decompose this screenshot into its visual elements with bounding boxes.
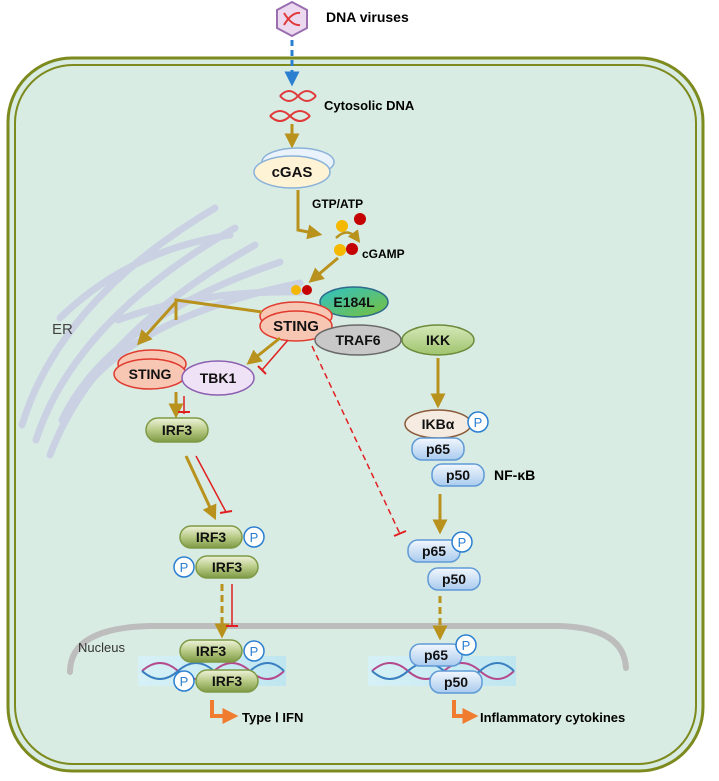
cytosolic-dna-icon xyxy=(269,90,317,122)
cgamp-label: cGAMP xyxy=(362,247,405,261)
nucleus-label: Nucleus xyxy=(78,640,125,655)
nfkb-label: NF-κB xyxy=(494,467,535,483)
p50-active-node xyxy=(427,567,481,591)
irf3-phosphorylation-arrow xyxy=(184,455,217,521)
tbk1-node xyxy=(181,360,255,396)
irf3-label: IRF3 xyxy=(162,422,193,438)
dimer-inhibition-bar xyxy=(219,510,233,514)
phospho-badge xyxy=(243,526,265,548)
phospho-label: P xyxy=(250,644,259,659)
sting-label: STING xyxy=(273,318,319,335)
cgas-node xyxy=(253,147,335,189)
irf3-nuclear-bottom-node xyxy=(195,669,259,693)
type-ifn-label: Type Ⅰ IFN xyxy=(242,710,303,725)
p65-active-label: p65 xyxy=(422,543,446,559)
p65-label: p65 xyxy=(426,441,450,457)
bound-cgamp-a xyxy=(291,285,301,295)
ikk-label: IKK xyxy=(426,332,450,348)
sting-to-er-arrow xyxy=(136,300,178,346)
irf3-node xyxy=(145,417,209,443)
nfkb-inhibition-line xyxy=(311,345,401,535)
irf3-nuclear-bottom-label: IRF3 xyxy=(212,673,243,689)
sting-to-tbk1-arrow xyxy=(246,336,281,365)
dna-viruses-label: DNA viruses xyxy=(326,9,409,25)
ikba-label: IKBα xyxy=(422,416,455,432)
tbk1-inhibition-line xyxy=(261,339,289,371)
traf6-node xyxy=(314,324,402,356)
sting-node xyxy=(259,301,333,342)
p50-nuclear-node xyxy=(429,670,483,694)
sting-translocation-line xyxy=(174,298,263,320)
irf3-dimer-top-node xyxy=(179,525,243,549)
p65-node xyxy=(411,437,465,461)
e184l-label: E184L xyxy=(333,294,375,310)
phospho-badge xyxy=(173,556,195,578)
dimer-inhibition-line xyxy=(195,455,227,513)
phospho-label: P xyxy=(462,638,471,653)
cell-membrane xyxy=(6,56,705,773)
tbk1-label: TBK1 xyxy=(200,370,237,386)
er-membrane xyxy=(18,204,304,459)
cgamp-molecule-b xyxy=(346,243,358,255)
phospho-label: P xyxy=(180,560,189,575)
irf3-dimer-bottom-label: IRF3 xyxy=(212,559,243,575)
phospho-badge xyxy=(173,670,195,692)
irf3-dimer-top-label: IRF3 xyxy=(196,529,227,545)
tbk1-inhibition-bar xyxy=(257,365,267,375)
dna-virus-icon xyxy=(276,0,308,38)
nfkb-inhibition-bar xyxy=(393,530,407,537)
type-ifn-output-arrow xyxy=(210,700,239,724)
p50-node xyxy=(431,463,485,487)
gtp-molecule xyxy=(336,220,348,232)
p50-nuclear-label: p50 xyxy=(444,674,468,690)
inflammatory-label: Inflammatory cytokines xyxy=(480,710,625,725)
irf3-nuclear-top-node xyxy=(179,639,243,663)
p50-active-label: p50 xyxy=(442,571,466,587)
atp-molecule xyxy=(354,213,366,225)
sting-er-node xyxy=(113,349,187,390)
phospho-label: P xyxy=(458,535,467,550)
cgas-to-cgamp-arrow xyxy=(296,190,323,240)
phospho-label: P xyxy=(180,674,189,689)
phospho-badge xyxy=(243,640,265,662)
phospho-label: P xyxy=(474,415,483,430)
irf3-nuclear-top-label: IRF3 xyxy=(196,643,227,659)
cgamp-to-sting-arrow xyxy=(308,256,339,283)
inflammatory-output-arrow xyxy=(452,700,479,724)
p65-nuclear-label: p65 xyxy=(424,647,448,663)
sting-er-label: STING xyxy=(129,366,172,382)
cgas-label: cGAS xyxy=(272,164,313,181)
phospho-badge xyxy=(451,531,473,553)
gtp-atp-label: GTP/ATP xyxy=(312,197,363,211)
er-label: ER xyxy=(52,321,73,338)
cgamp-synthesis-arrow xyxy=(335,229,361,244)
phospho-badge xyxy=(467,411,489,433)
traf6-label: TRAF6 xyxy=(335,332,380,348)
irf3-dimer-bottom-node xyxy=(195,555,259,579)
phospho-label: P xyxy=(250,530,259,545)
cytosolic-dna-label: Cytosolic DNA xyxy=(324,98,415,113)
nucleus-membrane xyxy=(67,623,629,675)
ikk-node xyxy=(401,324,475,356)
bound-cgamp-b xyxy=(302,285,312,295)
cgamp-molecule-a xyxy=(334,244,346,256)
p50-label: p50 xyxy=(446,467,470,483)
phospho-badge xyxy=(455,634,477,656)
p65-nuclear-node xyxy=(409,643,463,667)
e184l-node xyxy=(319,286,389,318)
